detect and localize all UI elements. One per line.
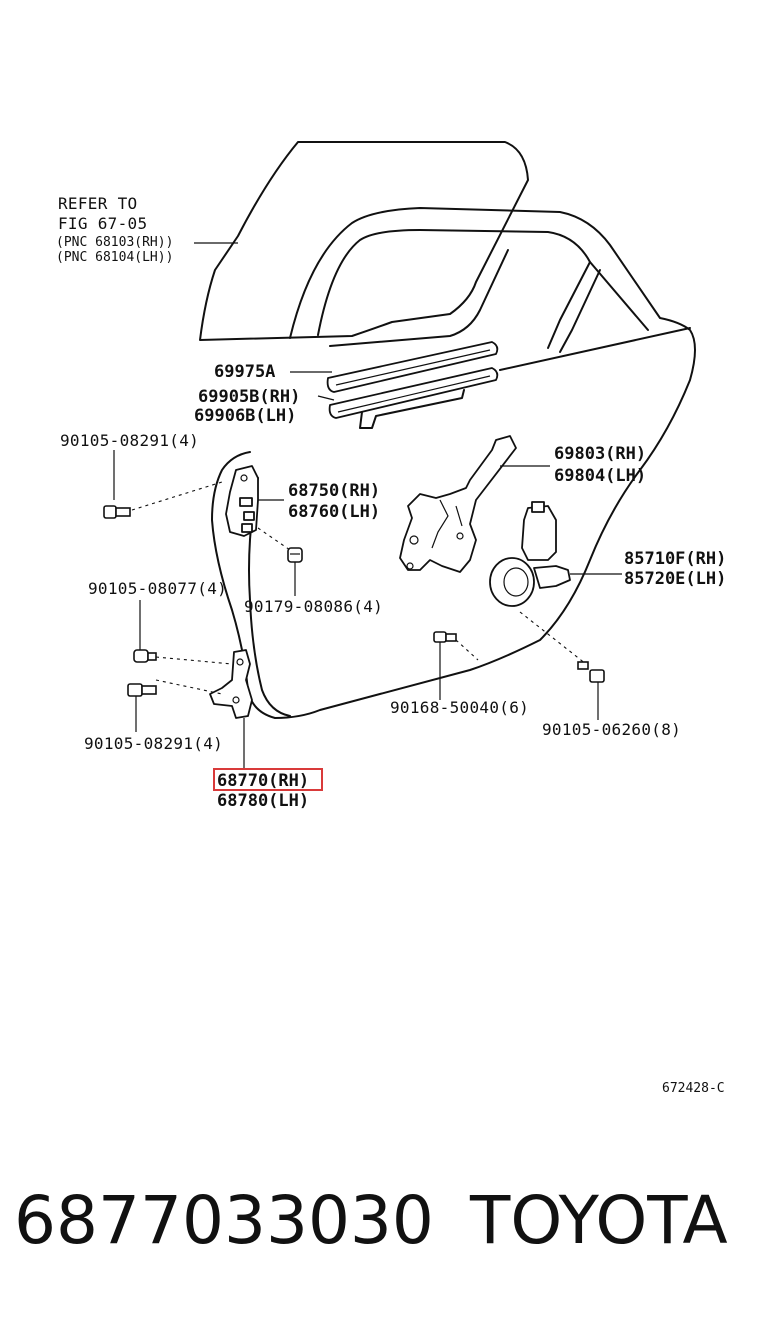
brand-name: TOYOTA: [470, 1182, 728, 1259]
label-85710F[interactable]: 85710F(RH): [624, 549, 726, 569]
lower-hinge: [209, 649, 253, 719]
label-69975A[interactable]: 69975A: [214, 362, 275, 382]
label-90105-08077[interactable]: 90105-08077(4): [88, 579, 227, 598]
label-69905B[interactable]: 69905B(RH): [198, 387, 300, 407]
window-regulator: [399, 435, 517, 573]
label-69906B[interactable]: 69906B(LH): [194, 406, 296, 426]
label-69803[interactable]: 69803(RH): [554, 444, 646, 464]
label-90168-50040[interactable]: 90168-50040(6): [390, 698, 529, 717]
label-68780[interactable]: 68780(LH): [217, 791, 309, 811]
sash-inner: [329, 249, 509, 347]
refer-line1: REFER TO: [58, 194, 137, 213]
leader-69905B: [317, 395, 335, 401]
label-90105-08291-top[interactable]: 90105-08291(4): [60, 431, 199, 450]
door-belt: [499, 327, 691, 371]
bolt-90105-08077: [133, 649, 157, 663]
label-68760[interactable]: 68760(LH): [288, 502, 380, 522]
label-68770[interactable]: 68770(RH): [217, 771, 309, 791]
label-85720E[interactable]: 85720E(LH): [624, 569, 726, 589]
bolt-90168-50040: [433, 631, 457, 643]
refer-line4: (PNC 68104(LH)): [56, 250, 173, 265]
label-69804[interactable]: 69804(LH): [554, 466, 646, 486]
part-number: 6877033030: [14, 1182, 434, 1259]
label-90179-08086[interactable]: 90179-08086(4): [244, 597, 383, 616]
drawing-code: 672428-C: [662, 1081, 725, 1096]
refer-line3: (PNC 68103(RH)): [56, 235, 173, 250]
label-68750[interactable]: 68750(RH): [288, 481, 380, 501]
weatherstrip-69905B-clip: [359, 389, 465, 429]
sash-rear: [547, 261, 601, 353]
label-90105-08291-bottom[interactable]: 90105-08291(4): [84, 734, 223, 753]
refer-line2: FIG 67-05: [58, 214, 147, 233]
bolt-90105-08291-bottom: [127, 683, 157, 697]
bolt-90105-06260: [577, 661, 605, 683]
weatherstrip-69975A: [326, 341, 499, 393]
door-frame-inner: [317, 229, 649, 336]
weatherstrip-69905B: [328, 367, 499, 419]
window-glass: [199, 141, 529, 341]
regulator-motor: [521, 505, 557, 561]
nut-90179-08086: [287, 547, 303, 563]
label-90105-06260[interactable]: 90105-06260(8): [542, 720, 681, 739]
highlight-68770: [213, 768, 323, 791]
bolt-90105-08291-top: [103, 505, 131, 519]
